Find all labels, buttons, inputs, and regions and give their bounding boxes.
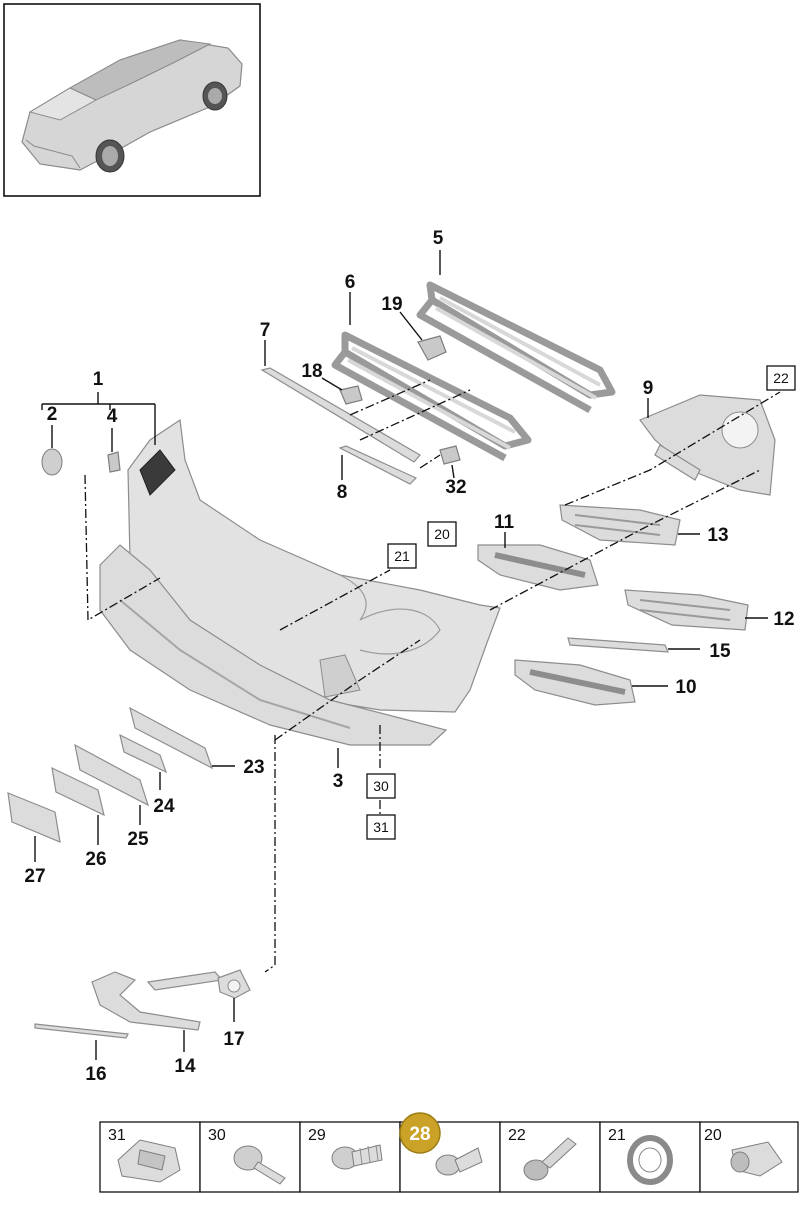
part-25-plate: [74, 743, 150, 825]
part-27-plate: [7, 792, 61, 862]
push-rivet-icon: [435, 1147, 483, 1176]
fastener-strip: 31 30 29 28 22 21 20: [99, 1112, 799, 1193]
callout-13: 13: [707, 525, 728, 546]
part-15-strip: [567, 637, 700, 653]
callout-15: 15: [709, 641, 731, 662]
part-19-clip: [399, 311, 447, 361]
part-26-plate: [51, 766, 105, 845]
callout-23: 23: [243, 757, 264, 778]
svg-text:30: 30: [373, 778, 389, 794]
vehicle-thumbnail: [3, 3, 261, 197]
grombet-ring-icon: [627, 1135, 673, 1185]
callout-10: 10: [675, 677, 696, 698]
callout-26: 26: [85, 849, 106, 870]
callout-12: 12: [773, 609, 794, 630]
car-icon: [21, 39, 243, 173]
part-5-upper-grille: [416, 250, 616, 414]
callout-11: 11: [494, 512, 515, 533]
clip-nut-icon: [117, 1139, 181, 1183]
sheet-metal-screw-icon: [331, 1144, 383, 1170]
part-17-bracket: [217, 969, 251, 1022]
callout-1: 1: [93, 369, 104, 390]
part-3-spoiler: [99, 544, 448, 768]
part-8-trim-strip: [338, 445, 418, 485]
assembly-lines: [84, 379, 781, 973]
part-32-clip: [439, 445, 461, 479]
part-23-plate: [129, 706, 235, 770]
boxed-callout-22: 22: [766, 365, 796, 391]
highlight-badge: 28: [399, 1112, 441, 1154]
callout-5: 5: [433, 228, 444, 249]
callout-4: 4: [107, 406, 118, 427]
fastener-label-22: 22: [508, 1127, 526, 1144]
part-6-lower-grille: [331, 292, 532, 462]
svg-text:20: 20: [434, 526, 450, 542]
part-2-cap: [41, 425, 63, 476]
callout-9: 9: [643, 378, 654, 399]
part-14-trim: [91, 971, 224, 1052]
svg-text:22: 22: [773, 370, 789, 386]
fastener-label-29: 29: [308, 1127, 326, 1144]
callout-17: 17: [223, 1029, 244, 1050]
flange-bolt-icon: [523, 1137, 577, 1181]
fastener-label-28: 28: [409, 1124, 430, 1145]
callout-16: 16: [85, 1064, 106, 1085]
callout-14: 14: [174, 1056, 196, 1077]
part-9-bracket: [639, 394, 776, 496]
part-16-strip: [34, 1023, 129, 1060]
boxed-callout-21: 21: [387, 543, 417, 569]
part-4-clip: [107, 428, 121, 473]
part-24-plate: [119, 733, 168, 790]
part-13-vent: [559, 504, 700, 546]
callout-18: 18: [301, 361, 322, 382]
callout-25: 25: [127, 829, 149, 850]
fastener-label-31: 31: [108, 1127, 126, 1144]
svg-text:31: 31: [373, 819, 389, 835]
part-1-bracket: [41, 392, 156, 445]
boxed-callouts: 20 21 22 30 31: [366, 365, 796, 840]
part-12-vent: [624, 589, 768, 631]
fastener-label-21: 21: [608, 1127, 626, 1144]
svg-text:21: 21: [394, 548, 410, 564]
callout-3: 3: [333, 771, 344, 792]
callout-24: 24: [153, 796, 175, 817]
part-11-duct: [477, 532, 599, 591]
part-18-clip: [321, 377, 363, 405]
callout-32: 32: [445, 477, 466, 498]
callout-27: 27: [24, 866, 45, 887]
part-7-trim-strip: [260, 340, 421, 463]
boxed-callout-20: 20: [427, 521, 457, 547]
callouts: 1 2 4 5 6 7 8 9 10 11 12 13 14 15 16 17 …: [24, 228, 794, 1085]
callout-19: 19: [381, 294, 402, 315]
callout-7: 7: [260, 320, 271, 341]
boxed-callout-30: 30: [366, 773, 396, 799]
callout-6: 6: [345, 272, 356, 293]
expansion-rivet-icon: [233, 1145, 286, 1185]
boxed-callout-31: 31: [366, 814, 396, 840]
part-10-duct: [514, 659, 668, 706]
fastener-label-30: 30: [208, 1127, 226, 1144]
fastener-label-20: 20: [704, 1127, 722, 1144]
parking-sensor-icon: [730, 1141, 783, 1177]
callout-2: 2: [47, 404, 58, 425]
callout-8: 8: [337, 482, 348, 503]
